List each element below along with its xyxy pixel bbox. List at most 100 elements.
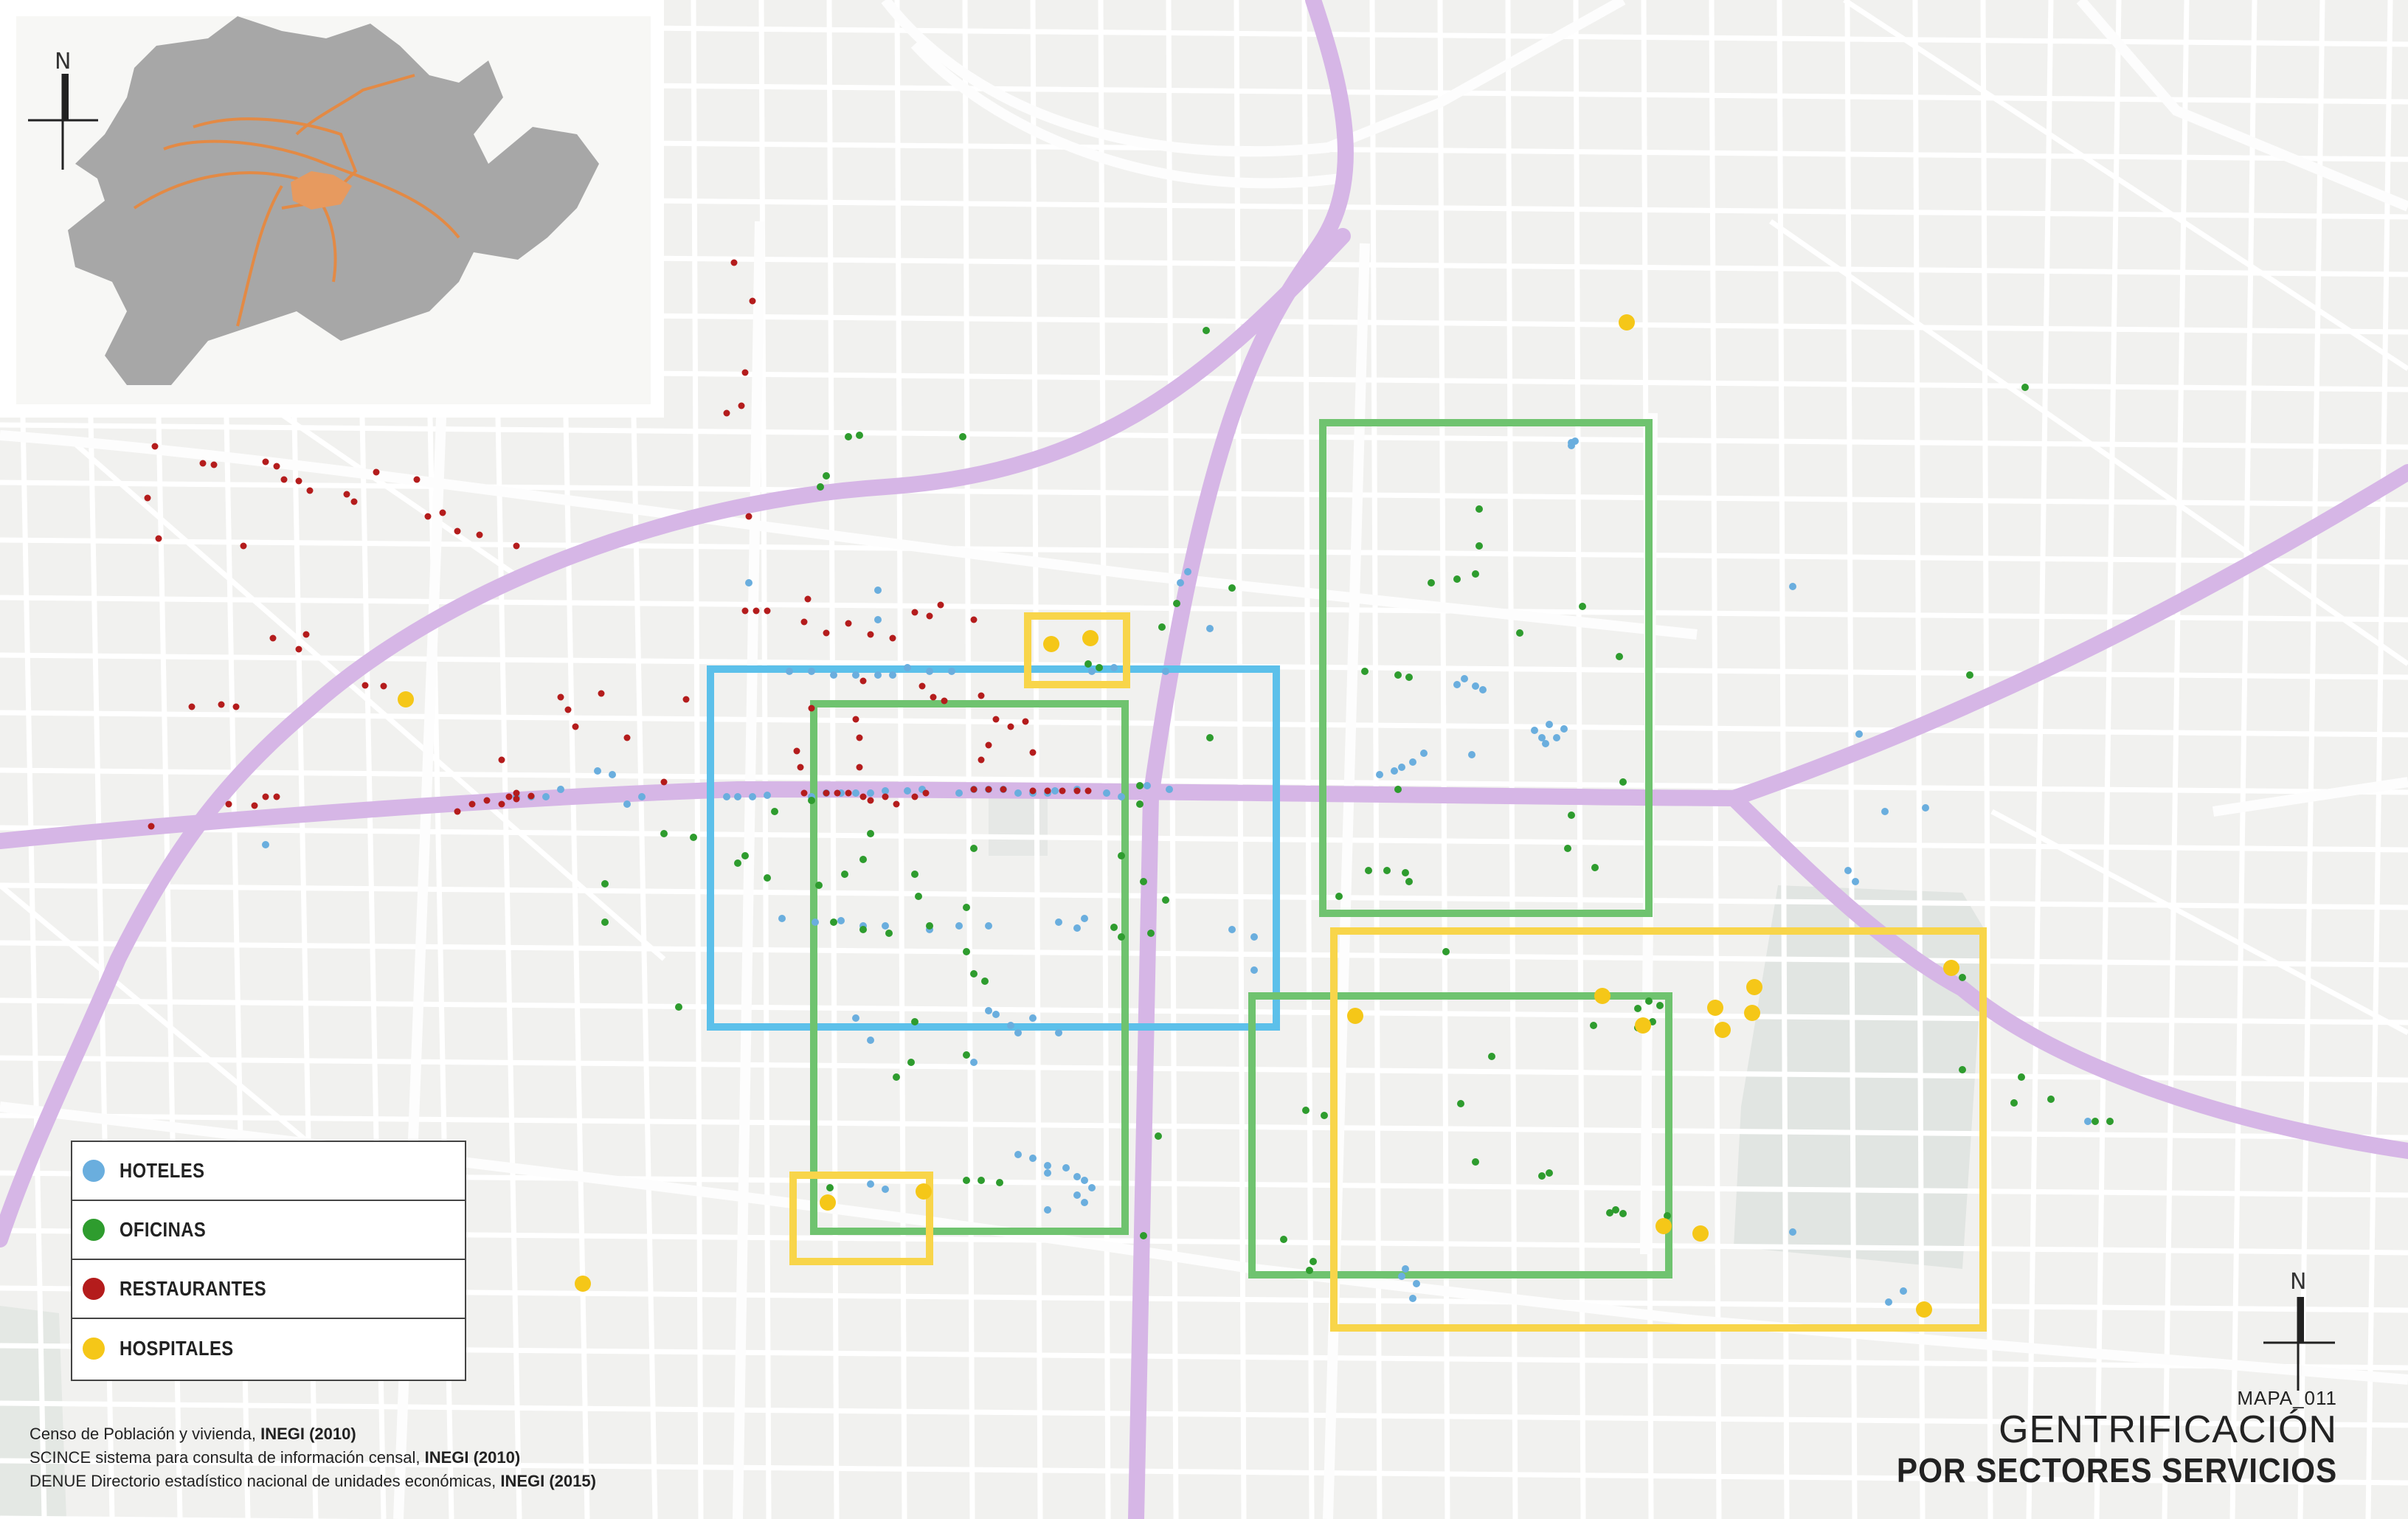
map-point — [1103, 789, 1110, 797]
inset-city-shape — [68, 16, 599, 385]
map-point — [1546, 1169, 1553, 1177]
map-point — [1531, 727, 1538, 734]
map-point — [598, 690, 605, 697]
map-point — [251, 802, 258, 809]
map-point — [1073, 924, 1081, 932]
map-point — [1479, 686, 1487, 693]
map-point — [1029, 749, 1037, 756]
map-point — [1055, 1029, 1062, 1037]
map-point — [889, 671, 896, 679]
map-point — [1044, 1162, 1051, 1169]
map-point — [262, 793, 269, 800]
map-point — [911, 871, 918, 878]
map-point — [800, 789, 808, 797]
map-point — [1084, 787, 1092, 795]
map-point — [343, 491, 350, 498]
map-point — [1173, 600, 1180, 607]
legend-item-restaurantes: RESTAURANTES — [72, 1260, 465, 1319]
map-point — [916, 1183, 932, 1200]
map-point — [867, 1180, 874, 1188]
map-point — [1184, 568, 1191, 575]
legend-label: HOSPITALES — [120, 1337, 234, 1360]
hospital-points — [398, 314, 1959, 1318]
office-points — [601, 327, 2114, 1274]
map-point — [1881, 808, 1889, 815]
map-point — [978, 692, 985, 699]
map-point — [826, 1184, 834, 1191]
map-point — [922, 789, 930, 797]
map-point — [778, 915, 786, 922]
map-point — [1306, 1267, 1313, 1274]
map-point — [856, 432, 863, 439]
map-point — [845, 789, 852, 797]
map-point — [804, 595, 812, 603]
map-point — [856, 734, 863, 741]
map-point — [915, 893, 922, 900]
map-point — [2047, 1096, 2055, 1103]
map-point — [527, 792, 535, 800]
map-point — [155, 535, 162, 542]
map-point — [1029, 787, 1037, 795]
map-point — [734, 793, 741, 800]
hospital-dot-icon — [83, 1338, 105, 1360]
legend: HOTELES OFICINAS RESTAURANTES HOSPITALES — [71, 1141, 466, 1381]
map-point — [867, 797, 874, 804]
map-point — [1645, 997, 1653, 1005]
map-point — [2084, 1118, 2092, 1125]
map-point — [859, 793, 867, 800]
map-point — [1402, 1265, 1409, 1273]
map-point — [1692, 1225, 1709, 1242]
map-point — [1055, 918, 1062, 926]
map-point — [823, 789, 830, 797]
inset-north-arrow: N — [21, 44, 109, 177]
map-point — [1118, 793, 1125, 800]
map-point — [808, 705, 815, 712]
map-point — [817, 483, 824, 491]
map-point — [981, 978, 989, 985]
map-point — [1043, 636, 1059, 652]
map-point — [812, 918, 819, 926]
office-dot-icon — [83, 1219, 105, 1241]
map-point — [1634, 1005, 1641, 1012]
map-point — [498, 800, 505, 808]
map-point — [1110, 664, 1118, 671]
map-point — [199, 460, 207, 467]
map-point — [144, 494, 151, 502]
legend-label: HOTELES — [120, 1159, 205, 1182]
map-point — [262, 458, 269, 466]
map-point — [609, 771, 616, 778]
map-point — [1516, 629, 1523, 637]
map-point — [992, 716, 1000, 723]
map-point — [1062, 1164, 1070, 1172]
map-point — [1789, 1228, 1796, 1236]
map-point — [1082, 630, 1099, 646]
map-point — [793, 747, 800, 755]
map-point — [1155, 1132, 1162, 1140]
map-point — [1579, 603, 1586, 610]
map-point — [1457, 1100, 1464, 1107]
map-point — [1250, 933, 1258, 941]
map-point — [1664, 1212, 1671, 1219]
map-point — [1118, 933, 1125, 941]
map-point — [498, 756, 505, 764]
map-point — [262, 841, 269, 848]
map-point — [985, 1007, 992, 1014]
map-point — [1591, 864, 1599, 871]
map-point — [963, 1177, 970, 1184]
map-point — [1044, 1206, 1051, 1214]
map-point — [1409, 758, 1416, 766]
map-point — [970, 970, 978, 978]
map-point — [1468, 751, 1475, 758]
map-point — [1943, 960, 1959, 976]
map-point — [557, 786, 564, 793]
map-point — [1177, 579, 1184, 587]
map-point — [1140, 878, 1147, 885]
office-zone-southeast — [1248, 992, 1672, 1278]
map-point — [930, 693, 937, 701]
map-point — [1472, 1158, 1479, 1166]
map-point — [2018, 1073, 2025, 1081]
map-point — [889, 634, 896, 642]
legend-item-hospitales: HOSPITALES — [72, 1319, 465, 1378]
map-point — [1398, 1273, 1405, 1280]
map-point — [1206, 625, 1214, 632]
